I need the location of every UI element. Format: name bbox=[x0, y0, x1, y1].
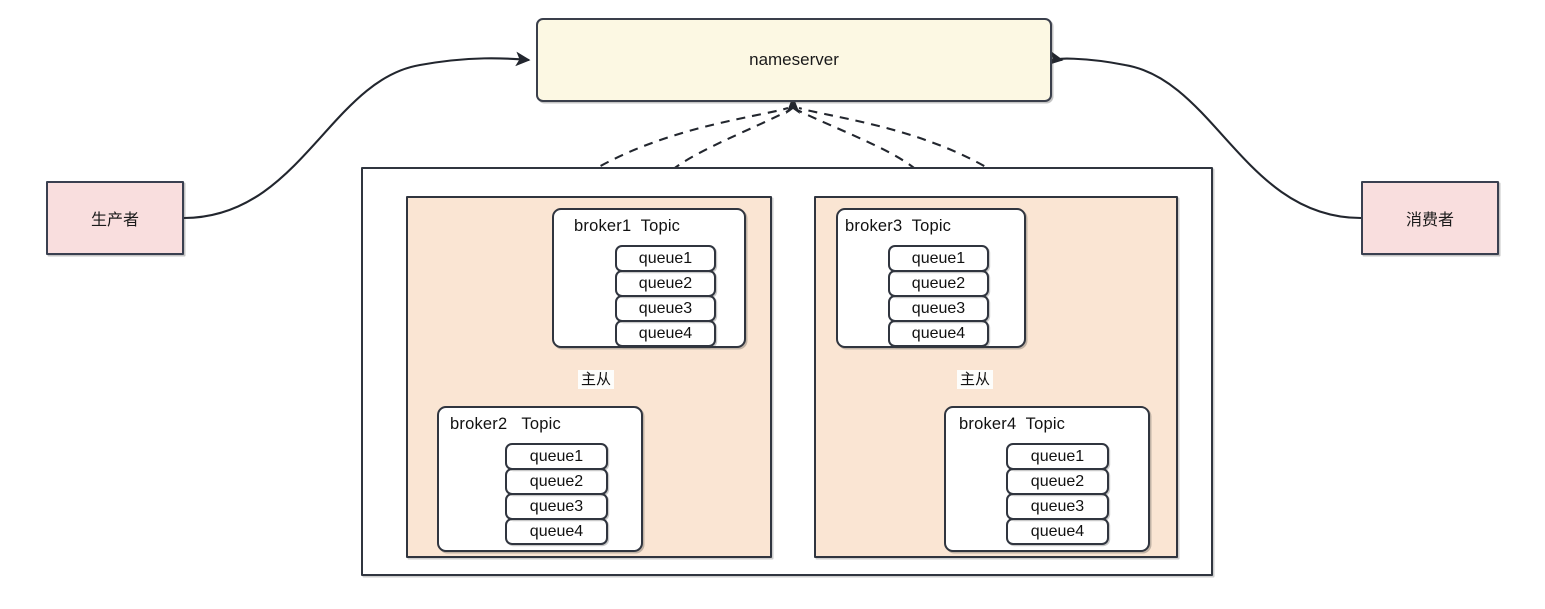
queue-item[interactable]: queue2 bbox=[505, 468, 608, 495]
broker-title-broker3: broker3 Topic bbox=[845, 217, 952, 235]
edge-label-master-slave-right: 主从 bbox=[957, 370, 994, 390]
broker-title-broker4: broker4 Topic bbox=[959, 415, 1066, 433]
queue-stack-broker3: queue1 queue2 queue3 queue4 bbox=[888, 245, 989, 347]
broker-box-broker4[interactable]: broker4 Topic queue1 queue2 queue3 queue… bbox=[944, 406, 1150, 552]
queue-item[interactable]: queue3 bbox=[615, 295, 716, 322]
producer-label: 生产者 bbox=[90, 212, 139, 229]
queue-stack-broker2: queue1 queue2 queue3 queue4 bbox=[505, 443, 608, 545]
broker-box-broker2[interactable]: broker2 Topic queue1 queue2 queue3 queue… bbox=[437, 406, 643, 552]
broker-title-broker1: broker1 Topic bbox=[574, 217, 681, 235]
consumer-box[interactable]: 消费者 bbox=[1361, 181, 1499, 255]
broker-box-broker1[interactable]: broker1 Topic queue1 queue2 queue3 queue… bbox=[552, 208, 746, 348]
queue-item[interactable]: queue2 bbox=[615, 270, 716, 297]
queue-item[interactable]: queue4 bbox=[505, 518, 608, 545]
queue-item[interactable]: queue2 bbox=[888, 270, 989, 297]
queue-item[interactable]: queue4 bbox=[615, 320, 716, 347]
nameserver-box[interactable]: nameserver bbox=[536, 18, 1052, 102]
queue-item[interactable]: queue3 bbox=[505, 493, 608, 520]
broker-box-broker3[interactable]: broker3 Topic queue1 queue2 queue3 queue… bbox=[836, 208, 1026, 348]
queue-stack-broker4: queue1 queue2 queue3 queue4 bbox=[1006, 443, 1109, 545]
queue-item[interactable]: queue1 bbox=[888, 245, 989, 272]
queue-item[interactable]: queue4 bbox=[888, 320, 989, 347]
queue-item[interactable]: queue1 bbox=[505, 443, 608, 470]
producer-box[interactable]: 生产者 bbox=[46, 181, 184, 255]
nameserver-label: nameserver bbox=[749, 50, 839, 69]
queue-item[interactable]: queue3 bbox=[1006, 493, 1109, 520]
queue-item[interactable]: queue2 bbox=[1006, 468, 1109, 495]
queue-item[interactable]: queue4 bbox=[1006, 518, 1109, 545]
queue-item[interactable]: queue3 bbox=[888, 295, 989, 322]
consumer-label: 消费者 bbox=[1405, 212, 1454, 229]
queue-item[interactable]: queue1 bbox=[615, 245, 716, 272]
edge-label-master-slave-left: 主从 bbox=[578, 370, 615, 390]
queue-stack-broker1: queue1 queue2 queue3 queue4 bbox=[615, 245, 716, 347]
queue-item[interactable]: queue1 bbox=[1006, 443, 1109, 470]
broker-title-broker2: broker2 Topic bbox=[450, 415, 561, 433]
